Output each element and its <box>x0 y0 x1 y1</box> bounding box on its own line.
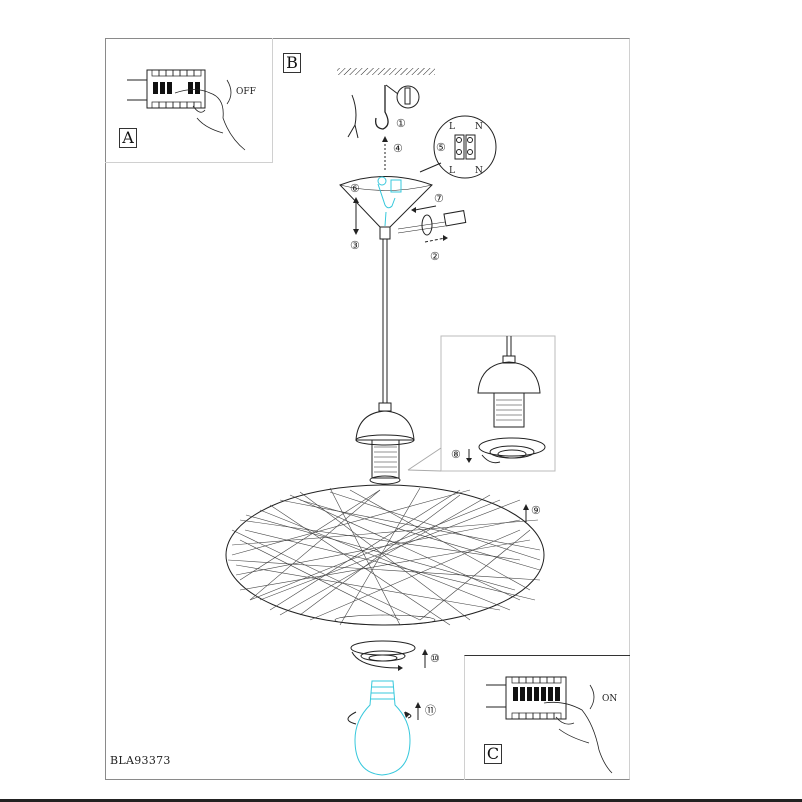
bottom-bar <box>0 799 802 802</box>
ceiling <box>337 68 435 75</box>
panel-label-a: A <box>119 128 137 148</box>
svg-text:⑤: ⑤ <box>436 141 446 154</box>
lamp-socket <box>371 439 400 479</box>
svg-text:②: ② <box>430 250 440 263</box>
svg-text:N: N <box>475 166 483 176</box>
lamp-holder-cap <box>355 410 415 441</box>
svg-text:N: N <box>475 122 483 132</box>
fixing-ring <box>350 640 416 656</box>
svg-text:L: L <box>449 166 455 176</box>
panel-a-switch-off <box>105 38 273 163</box>
diagram-frame <box>105 38 630 780</box>
svg-text:③: ③ <box>350 239 360 252</box>
terminal-block-callout <box>433 115 497 179</box>
ceiling-hook <box>375 85 389 130</box>
on-label: ON <box>602 694 617 704</box>
canopy <box>339 176 433 228</box>
off-label: OFF <box>236 87 256 97</box>
panel-label-b: B <box>283 53 301 73</box>
svg-text:⑦: ⑦ <box>434 192 444 205</box>
breaker-off-illustration: OFF <box>127 69 256 151</box>
socket-detail-box <box>440 335 556 472</box>
model-code: BLA93373 <box>110 754 171 767</box>
svg-text:⑪: ⑪ <box>425 704 436 717</box>
panel-c-switch-on <box>464 655 630 780</box>
svg-text:L: L <box>449 122 455 132</box>
svg-text:④: ④ <box>393 142 403 155</box>
svg-text:①: ① <box>396 117 406 130</box>
breaker-on-illustration: ON <box>486 676 617 774</box>
svg-text:⑥: ⑥ <box>350 182 360 195</box>
svg-text:⑨: ⑨ <box>531 504 541 517</box>
svg-text:⑩: ⑩ <box>430 652 440 665</box>
svg-text:⑧: ⑧ <box>451 448 461 461</box>
light-bulb <box>354 680 411 776</box>
panel-label-c: C <box>484 744 502 764</box>
